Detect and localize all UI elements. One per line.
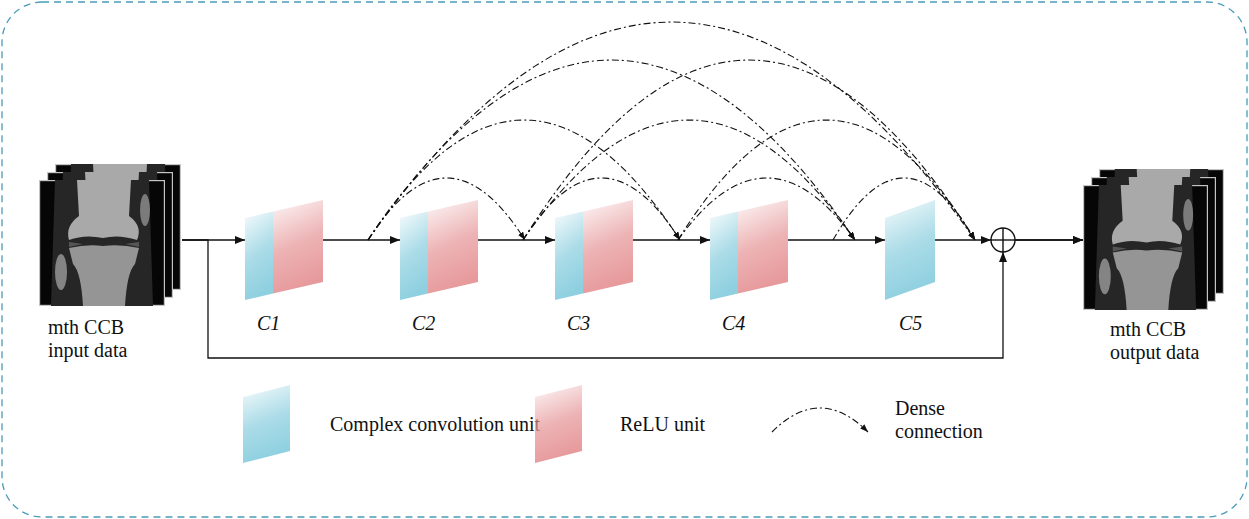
- complex-conv-face: [400, 212, 428, 300]
- legend-label: ReLU unit: [620, 413, 705, 436]
- legend-item: Complex convolution unit: [330, 413, 540, 436]
- data-flow-arrow: [788, 239, 885, 240]
- mri-image: [40, 180, 165, 306]
- conv-block: C5: [885, 200, 935, 300]
- complex-conv-face: [555, 212, 583, 300]
- block-shape: [555, 200, 633, 300]
- legend-item: ReLU unit: [620, 413, 705, 436]
- block-shape: [885, 200, 935, 300]
- arrowhead: [999, 252, 1007, 262]
- legend-label: Complex convolution unit: [330, 413, 540, 436]
- legend-swatch: [535, 385, 582, 463]
- image-stack: mth CCB input data: [38, 164, 182, 306]
- legend-line-sample: [772, 408, 868, 432]
- image-stack: mth CCB output data: [1083, 169, 1224, 310]
- data-label: mth CCB output data: [1110, 318, 1222, 364]
- conv-block: C2: [400, 200, 478, 300]
- conv-block: C4: [710, 200, 788, 300]
- block-shape: [245, 200, 323, 300]
- legend-item: Dense connection: [895, 397, 1005, 443]
- legend-sample: [770, 400, 870, 436]
- legend-swatch: [243, 385, 290, 463]
- relu-face: [738, 200, 788, 294]
- legend-label: Dense connection: [895, 397, 1005, 443]
- unit-label: C4: [722, 312, 745, 335]
- relu-face: [273, 200, 323, 294]
- complex-conv-face: [245, 212, 273, 300]
- block-shape: [400, 200, 478, 300]
- sum-cross: [1002, 228, 1003, 252]
- conv-block: C3: [555, 200, 633, 300]
- legend-sample: [535, 385, 582, 463]
- complex-conv-face: [885, 200, 935, 300]
- legend-sample: [243, 385, 290, 463]
- relu-face: [583, 200, 633, 294]
- unit-label: C5: [899, 312, 922, 335]
- mri-image: [1084, 185, 1208, 310]
- arrowhead: [981, 236, 991, 244]
- unit-label: C1: [257, 312, 280, 335]
- data-label: mth CCB input data: [48, 316, 148, 362]
- data-flow-arrow: [633, 239, 710, 240]
- data-flow-arrow: [478, 239, 555, 240]
- unit-label: C3: [567, 312, 590, 335]
- sum-symbol: [991, 228, 1015, 252]
- conv-block: C1: [245, 200, 323, 300]
- unit-label: C2: [412, 312, 435, 335]
- complex-conv-face: [710, 212, 738, 300]
- relu-face: [428, 200, 478, 294]
- data-flow-arrow: [323, 239, 400, 240]
- block-shape: [710, 200, 788, 300]
